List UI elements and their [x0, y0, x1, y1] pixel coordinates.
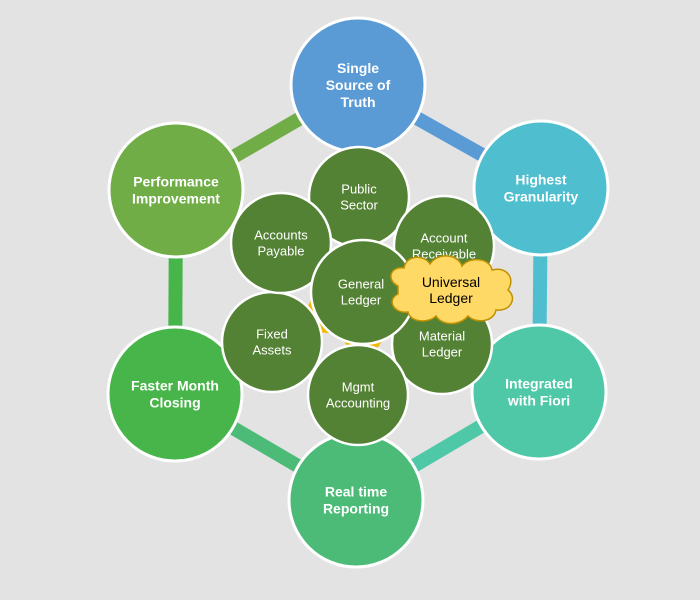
inner-node-circle — [229, 191, 333, 295]
outer-node-circle — [470, 323, 608, 461]
outer-node-circle — [106, 325, 244, 463]
outer-node-circle — [107, 121, 245, 259]
outer-node-circle — [472, 119, 610, 257]
cloud-shape — [390, 255, 514, 325]
